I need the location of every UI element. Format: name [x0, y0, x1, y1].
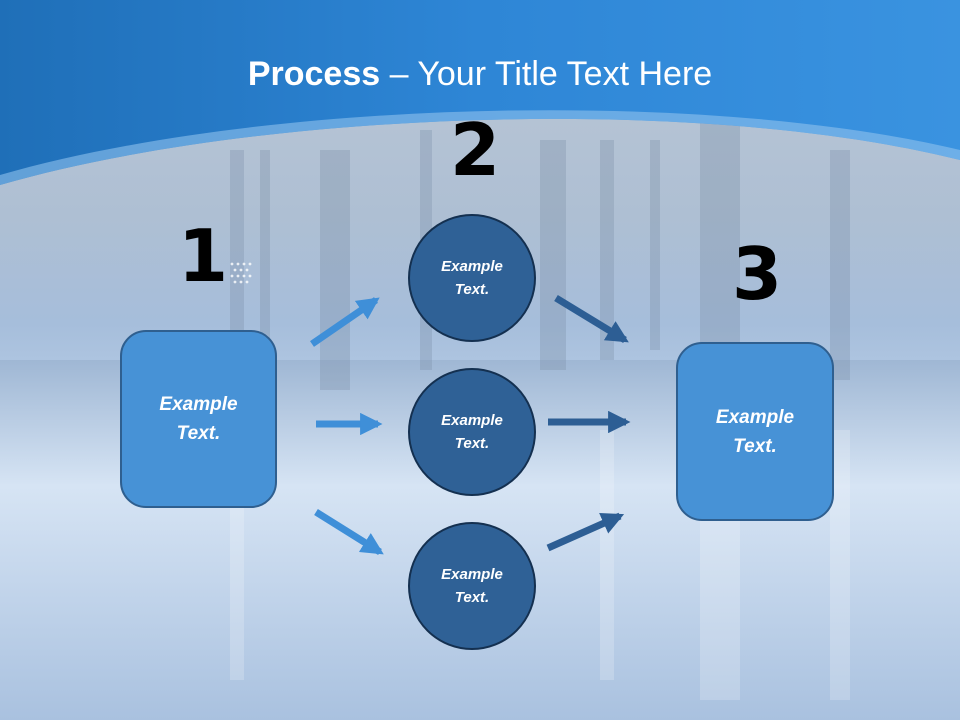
circle-top-line2: Text.	[454, 281, 490, 298]
arrow-bottom-to-right	[546, 512, 625, 552]
right-box-line2: Text.	[733, 435, 777, 457]
arrow-top-to-right	[554, 295, 629, 343]
circle-middle: Example Text.	[408, 368, 536, 496]
circle-middle-line2: Text.	[454, 435, 490, 452]
circle-bottom: Example Text.	[408, 522, 536, 650]
step-number-1: 1	[178, 214, 229, 298]
circle-middle-line1: Example	[441, 412, 503, 429]
right-box: Example Text.	[676, 342, 834, 521]
step-number-3: 3	[732, 232, 783, 316]
circle-bottom-line2: Text.	[454, 589, 490, 606]
arrow-left-to-bottom	[314, 509, 384, 555]
title-rest: – Your Title Text Here	[380, 55, 713, 93]
left-box-line2: Text.	[176, 423, 221, 444]
page-title: Process – Your Title Text Here	[0, 52, 960, 96]
left-box-line1: Example	[159, 394, 238, 415]
title-bold: Process	[247, 55, 381, 93]
circle-top-line1: Example	[441, 258, 503, 275]
left-box: Example Text.	[120, 330, 277, 508]
circle-bottom-line1: Example	[441, 566, 503, 583]
circle-top: Example Text.	[408, 214, 536, 342]
arrow-left-to-top	[310, 297, 380, 347]
right-box-line1: Example	[715, 406, 795, 428]
step-number-2: 2	[450, 108, 501, 192]
